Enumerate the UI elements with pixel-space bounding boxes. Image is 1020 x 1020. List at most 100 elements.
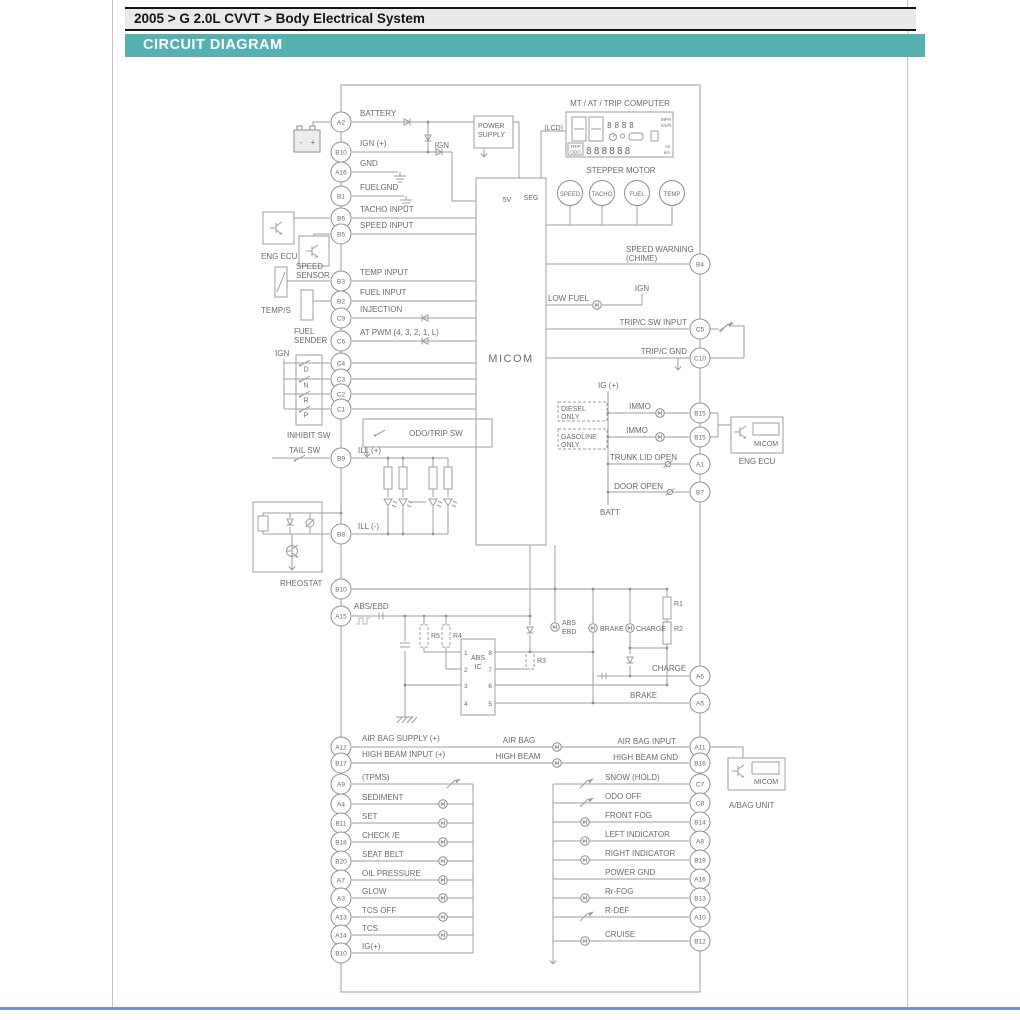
row-label: RIGHT INDICATOR bbox=[605, 849, 675, 858]
ig-plus-label: IG (+) bbox=[598, 381, 619, 390]
svg-text:C3: C3 bbox=[337, 376, 346, 383]
row-label: ILL (+) bbox=[358, 446, 381, 455]
gauge-tacho-label: TACHO bbox=[592, 192, 613, 198]
eng-ecu-immo-box bbox=[730, 416, 784, 454]
lamp-icon bbox=[438, 893, 448, 903]
lamp-icon bbox=[383, 498, 398, 508]
connector-B1: B1 bbox=[330, 185, 352, 207]
svg-text:A8: A8 bbox=[696, 838, 704, 845]
connector-B10-mid: B10 bbox=[330, 578, 352, 600]
speed-warning-label-2: (CHIME) bbox=[626, 254, 657, 263]
eng-ecu-immo: MICOM ENG ECU bbox=[730, 416, 784, 466]
fuel-sender-label-1: FUEL bbox=[294, 327, 315, 336]
fuel-pump-icon bbox=[650, 130, 659, 142]
connector-C1: C1 bbox=[330, 398, 352, 420]
section-abs: R5 R4 R3 R1 R2 ABS IC 1 2 3 4 8 7 6 5 AB… bbox=[355, 596, 686, 724]
r5-label: R5 bbox=[431, 633, 440, 640]
illumination-lamps bbox=[383, 466, 458, 508]
svg-text:C6: C6 bbox=[337, 338, 346, 345]
trip-computer-lcd: MT / AT / TRIP COMPUTER (LCD) 8888 MPH k… bbox=[544, 99, 674, 158]
speed-sensor-label-2: SENSOR bbox=[296, 271, 330, 280]
row-label: HIGH BEAM INPUT (+) bbox=[362, 750, 446, 759]
switch-icon bbox=[579, 797, 595, 808]
gauge-temp-label: TEMP bbox=[664, 192, 681, 198]
connector-A5: A5 bbox=[689, 692, 711, 714]
diesel-only-box bbox=[557, 401, 608, 422]
speed-sensor: SPEED SENSOR bbox=[296, 235, 330, 280]
connector-B19: B19 bbox=[689, 849, 711, 871]
svg-text:A13: A13 bbox=[335, 914, 347, 921]
connector-C10: C10 bbox=[689, 347, 711, 369]
speed-sensor-box bbox=[298, 235, 330, 267]
lamp-icon bbox=[580, 893, 590, 903]
pin-6: 6 bbox=[488, 683, 492, 690]
svg-text:A9: A9 bbox=[337, 781, 345, 788]
trunk-lid-open-label: TRUNK LID OPEN bbox=[610, 453, 677, 462]
lamp-icon bbox=[580, 836, 590, 846]
micom-chip-box bbox=[751, 761, 780, 775]
page-left-rule bbox=[112, 0, 113, 1007]
connector-B17: B17 bbox=[330, 752, 352, 774]
air-bag-lamp-icon bbox=[552, 742, 562, 752]
svg-text:B4: B4 bbox=[696, 261, 704, 268]
connector-C9: C9 bbox=[330, 307, 352, 329]
svg-text:C7: C7 bbox=[696, 781, 705, 788]
diesel-only-label-1: DIESEL bbox=[561, 406, 586, 413]
gear-r-label: R bbox=[303, 398, 308, 405]
svg-text:A7: A7 bbox=[337, 877, 345, 884]
lcd-unit-mi: mi bbox=[665, 144, 670, 149]
clock-icon bbox=[609, 133, 617, 141]
page-right-rule bbox=[907, 0, 908, 1007]
battery-plus: + bbox=[311, 138, 316, 147]
gasoline-only-box bbox=[557, 428, 608, 450]
gauge-fuel-label: FUEL bbox=[629, 192, 645, 198]
resistor-r4 bbox=[441, 624, 451, 648]
fuel-sender: FUEL SENDER bbox=[294, 289, 328, 345]
lcd-trip-label: TRIP bbox=[570, 144, 580, 149]
svg-text:B15: B15 bbox=[694, 410, 706, 417]
abs-ebd-lamp-label-2: EBD bbox=[562, 629, 576, 636]
connector-A10: A10 bbox=[689, 906, 711, 928]
resistor bbox=[257, 515, 269, 532]
rheostat-label: RHEOSTAT bbox=[280, 579, 322, 588]
abag-unit-box bbox=[727, 757, 786, 791]
row-label: FUEL INPUT bbox=[360, 288, 406, 297]
abs-ebd-lamp-icon bbox=[550, 622, 560, 632]
transistor-icon bbox=[305, 244, 319, 259]
svg-text:B5: B5 bbox=[337, 231, 345, 238]
connector-A2: A2 bbox=[330, 111, 352, 133]
fuel-sender-label-2: SENDER bbox=[294, 336, 328, 345]
clock-hand bbox=[612, 133, 616, 138]
lcd-digit-cell bbox=[571, 116, 587, 142]
stepper-gauges: STEPPER MOTOR SPEED TACHO FUEL TEMP bbox=[557, 166, 685, 206]
row-label: ABS/EBD bbox=[354, 602, 389, 611]
connector-B15-diesel: B15 bbox=[689, 402, 711, 424]
high-beam-lamp-icon bbox=[552, 758, 562, 768]
zener-diode-icon bbox=[526, 626, 534, 634]
immo-label-1: IMMO bbox=[629, 402, 651, 411]
resistor-r5 bbox=[419, 624, 429, 648]
section-left: ENG ECU SPEED SENSOR TEMP/S FUEL SENDER … bbox=[252, 211, 493, 588]
diesel-only-label-2: ONLY bbox=[561, 414, 580, 421]
row-label: OIL PRESSURE bbox=[362, 869, 421, 878]
lcd-bottom-digits: 888888 bbox=[586, 146, 632, 157]
svg-text:B10: B10 bbox=[335, 950, 347, 957]
svg-text:B16: B16 bbox=[694, 760, 706, 767]
svg-text:C9: C9 bbox=[337, 315, 346, 322]
battery: - + bbox=[293, 125, 321, 153]
svg-text:A16: A16 bbox=[335, 169, 347, 176]
breadcrumb: 2005 > G 2.0L CVVT > Body Electrical Sys… bbox=[125, 7, 916, 31]
charge-lamp-icon bbox=[625, 623, 635, 633]
row-label: Rr-FOG bbox=[605, 887, 633, 896]
power-supply-box bbox=[473, 115, 514, 149]
ground-hatch-icon bbox=[395, 716, 418, 724]
svg-text:C8: C8 bbox=[696, 800, 705, 807]
lcd-digit-cell bbox=[588, 116, 604, 142]
ign-net-label: IGN bbox=[435, 141, 449, 150]
row-label: CHECK /E bbox=[362, 831, 400, 840]
connector-B11: B11 bbox=[330, 812, 352, 834]
row-label: AIR BAG INPUT bbox=[617, 737, 676, 746]
zener-diode-icon bbox=[286, 518, 294, 526]
abag-unit-label: A/BAG UNIT bbox=[729, 801, 774, 810]
row-label: ILL (-) bbox=[358, 522, 379, 531]
